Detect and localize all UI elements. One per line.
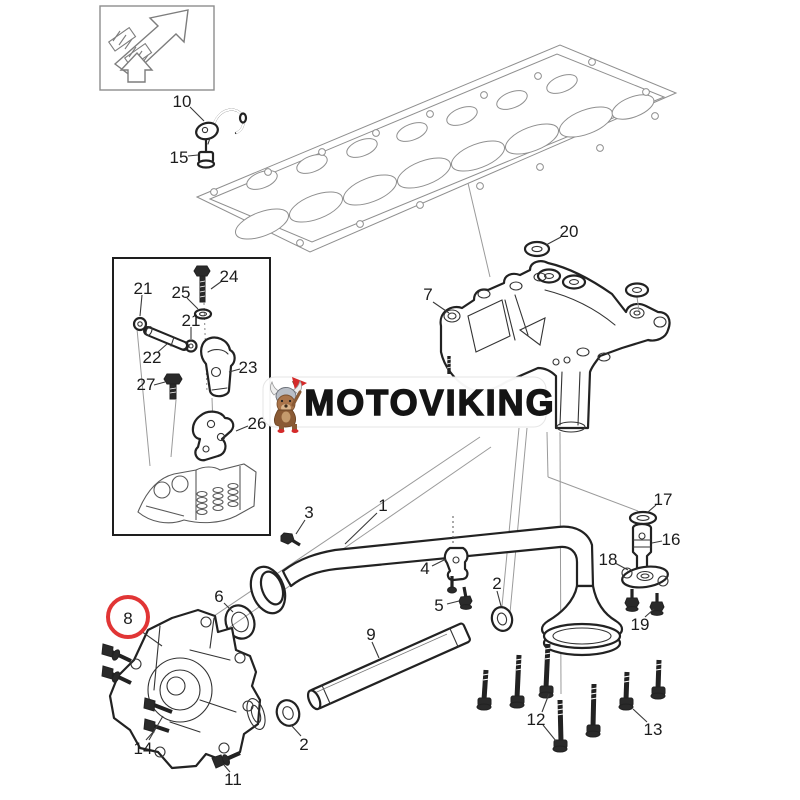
callout-4: 4	[420, 559, 429, 578]
part-12-13-bolts	[476, 643, 666, 753]
part-10-bracket	[195, 108, 248, 145]
part-19-bolts	[624, 589, 665, 616]
bolt	[618, 671, 634, 711]
bolt	[476, 669, 492, 711]
part-1-suction-pipe	[249, 525, 624, 657]
part-17-washer	[628, 510, 658, 526]
part-21-oring-a	[132, 316, 148, 332]
part-22-tube	[143, 326, 189, 351]
part-5-bolt	[458, 586, 473, 610]
part-15-bolt	[196, 138, 216, 169]
callout-15: 15	[170, 148, 189, 167]
mini-engine-block	[137, 463, 257, 524]
callout-24: 24	[220, 267, 239, 286]
part-11-bolt	[211, 751, 241, 769]
part-2-oring-left	[275, 699, 301, 727]
callout-18: 18	[599, 550, 618, 569]
callout-20: 20	[560, 222, 579, 241]
callout-labels: 1 2 2 3 4 5 6 7 8 9 10 11 12 13 14 15 16…	[123, 92, 680, 789]
part-2-oring-right	[490, 606, 514, 632]
bolt	[538, 643, 554, 699]
callout-13: 13	[644, 720, 663, 739]
watermark-logo: MOTOVIKING	[262, 376, 555, 433]
callout-16: 16	[662, 530, 681, 549]
part-3-bolt	[280, 532, 301, 547]
viking-mascot-icon	[270, 377, 307, 433]
part-14-bolts	[101, 643, 173, 733]
part-23-valve-housing	[200, 336, 236, 398]
part-4-clamp	[443, 516, 469, 594]
bolt	[509, 654, 525, 709]
callout-2: 2	[492, 574, 501, 593]
bolt	[650, 659, 666, 700]
callout-1: 1	[378, 496, 387, 515]
callout-17: 17	[654, 490, 673, 509]
inset-detail-box	[112, 257, 271, 536]
callout-23: 23	[239, 358, 258, 377]
callout-2: 2	[299, 735, 308, 754]
part-6-oring	[224, 604, 256, 640]
oil-pan-gasket	[195, 44, 678, 253]
part-18-flange	[621, 565, 669, 589]
part-7-stud	[446, 356, 452, 374]
callout-6: 6	[214, 587, 223, 606]
callout-21: 21	[182, 311, 201, 330]
callout-8: 8	[123, 609, 132, 628]
watermark-text: MOTOVIKING	[304, 382, 555, 423]
part-24-bolt	[193, 265, 211, 303]
callout-21: 21	[134, 279, 153, 298]
red-circle	[106, 595, 150, 639]
callout-22: 22	[143, 348, 162, 367]
bolt	[552, 699, 568, 753]
callout-7: 7	[423, 285, 432, 304]
callout-19: 19	[631, 615, 650, 634]
part-9-tube	[306, 622, 471, 711]
callout-10: 10	[173, 92, 192, 111]
part-25-seal	[193, 308, 213, 320]
part-27-bolt	[163, 373, 183, 400]
callout-26: 26	[248, 414, 267, 433]
callout-14: 14	[134, 739, 153, 758]
orientation-thumbnail	[99, 5, 215, 91]
part-26-bracket	[191, 410, 235, 462]
callout-leaders	[139, 106, 663, 773]
callout-11: 11	[224, 770, 242, 789]
up-arrow-icon	[119, 51, 154, 83]
part-20-seal-rings	[523, 240, 650, 312]
bolt	[585, 683, 601, 738]
callout-25: 25	[172, 283, 191, 302]
callout-12: 12	[527, 710, 546, 729]
callout-3: 3	[304, 503, 313, 522]
callout-5: 5	[434, 596, 443, 615]
callout-27: 27	[137, 375, 156, 394]
highlight-circle-part-8	[106, 595, 163, 647]
callout-9: 9	[366, 625, 375, 644]
